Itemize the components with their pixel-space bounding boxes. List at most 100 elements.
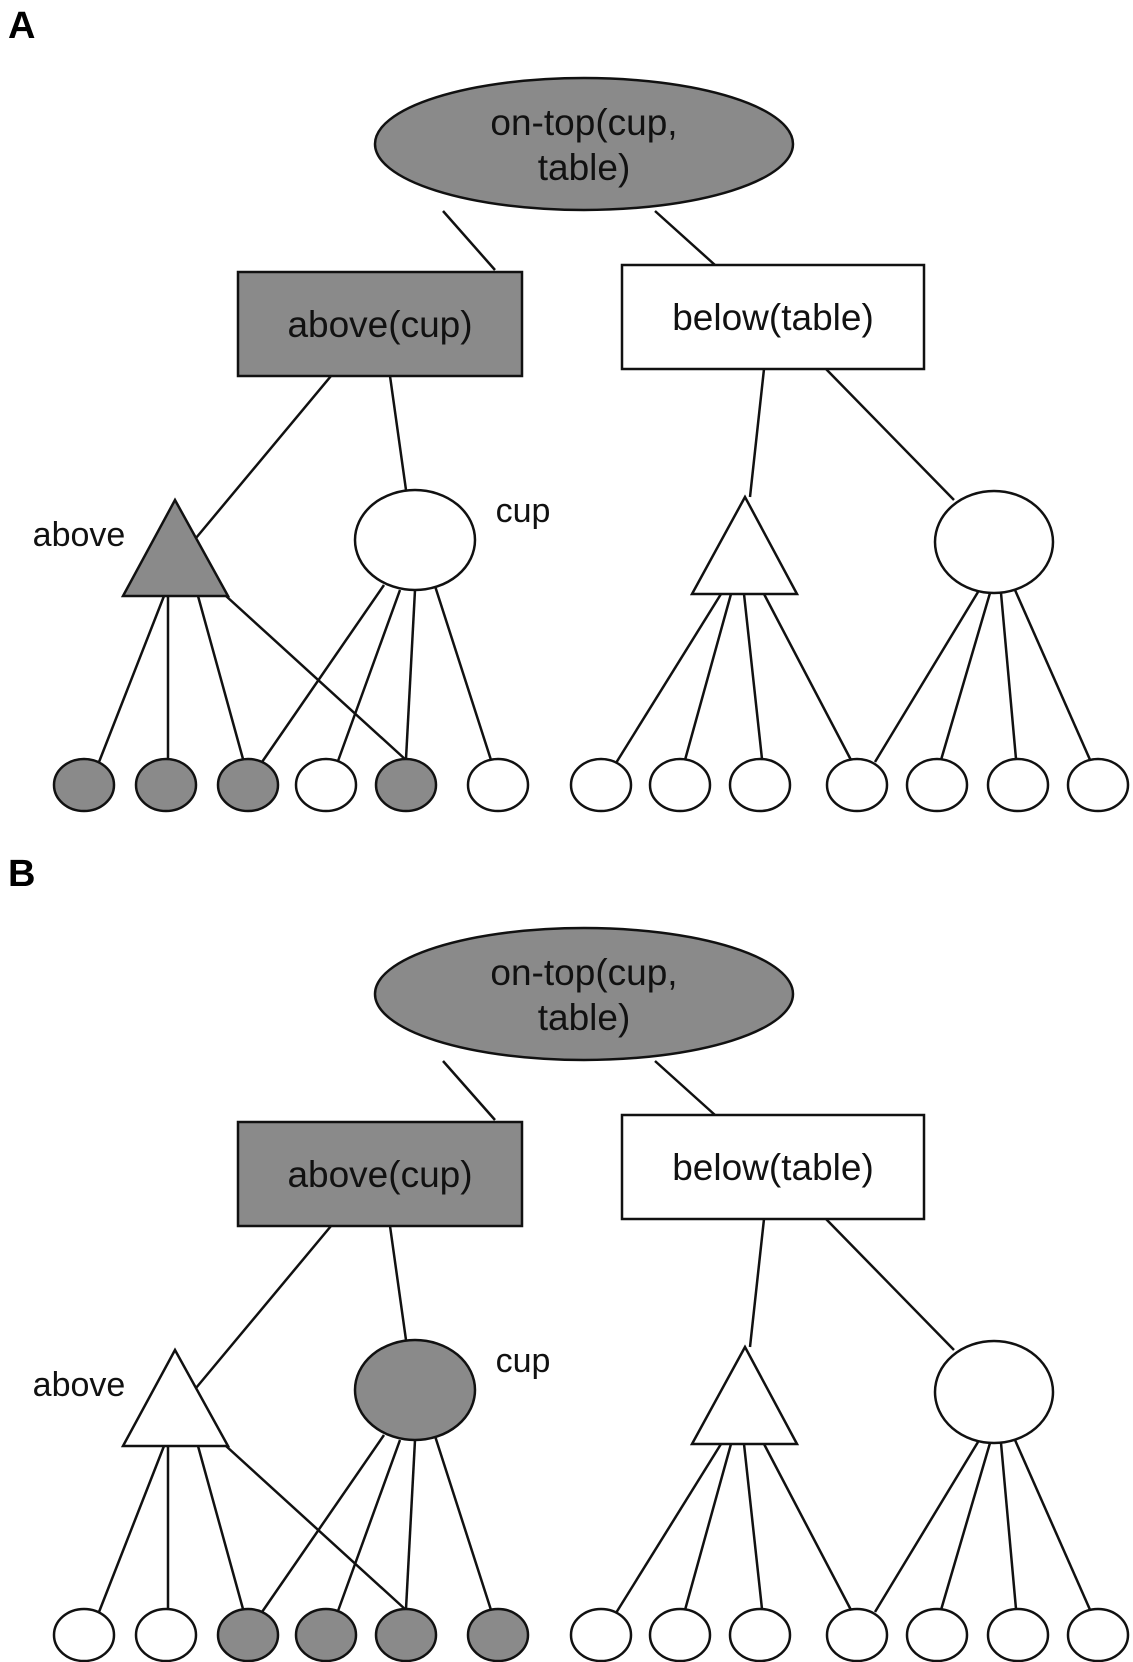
above-label: above [33,516,126,554]
above-cup-box [236,1120,524,1228]
edge [225,595,407,761]
edge [388,375,408,491]
edge [404,1439,417,1610]
below-table-box [620,1113,926,1221]
leaf-node [825,757,889,813]
edge [654,1060,716,1116]
leaf-node [728,757,792,813]
edge [748,368,766,498]
right-triangle-node [689,1344,800,1446]
edge [614,1443,723,1614]
leaf-node [905,757,969,813]
edge [873,1441,980,1613]
leaf-node [728,1607,792,1662]
edge [825,368,955,501]
root-label-line1: on-top(cup, [490,102,677,143]
leaf-node [648,757,712,813]
edge [939,592,992,761]
root-label-line2: table) [538,997,631,1038]
cup-label: cup [496,1342,551,1380]
below-table-box [620,263,926,371]
edge [388,1225,408,1341]
edge [225,1445,407,1611]
leaf-node [986,1607,1050,1662]
leaf-node [466,757,530,813]
above-label: above [33,1366,126,1404]
leaf-node [52,1607,116,1662]
edge [260,1434,386,1613]
above-cup-label: above(cup) [287,304,472,345]
edge [97,1445,166,1613]
edge [939,1442,992,1611]
leaf-node [374,757,438,813]
root-node [373,926,795,1062]
edge [195,375,332,539]
edge [433,1435,493,1611]
cup-label: cup [496,492,551,530]
above-triangle-node [120,1347,231,1448]
leaf-nodes [52,1607,1130,1662]
edge [336,589,402,762]
edge [260,584,386,763]
leaf-node [134,757,198,813]
leaf-node [216,757,280,813]
edge [614,593,723,764]
panel-letter: B [8,853,35,895]
edge [654,210,716,266]
edge [742,593,764,760]
above-triangle-node [120,497,231,598]
edge [683,1443,733,1611]
leaf-node [648,1607,712,1662]
leaf-node [569,1607,633,1662]
edge [404,589,417,760]
edge [748,1218,766,1348]
above-cup-label: above(cup) [287,1154,472,1195]
root-label-line1: on-top(cup, [490,952,677,993]
edge [873,591,980,763]
cup-circle-node [353,1338,477,1442]
edge [742,1443,764,1610]
leaf-node [1066,1607,1130,1662]
panel-b: B on-top(cup, table) above(cup) below(ta… [8,853,1130,1662]
right-circle-node [933,1339,1055,1445]
leaf-node [134,1607,198,1662]
above-cup-box [236,270,524,378]
panel-a: A on-top(cup, table) above(cup) below(ta… [8,5,1130,813]
edge [1013,589,1093,763]
leaf-nodes [52,757,1130,813]
panel-letter: A [8,5,35,47]
edge [97,595,166,763]
leaf-node [1066,757,1130,813]
edge [825,1218,955,1351]
edge [433,585,493,761]
edge [196,1445,245,1610]
below-table-label: below(table) [672,297,874,338]
edges [97,210,1093,764]
edge [1013,1439,1093,1613]
root-label-line2: table) [538,147,631,188]
edges [97,1060,1093,1614]
leaf-node [569,757,633,813]
leaf-node [294,1607,358,1662]
edge [762,593,853,761]
edge [683,593,733,761]
right-triangle-node [689,494,800,596]
edge [762,1443,853,1611]
cup-circle-node [353,488,477,592]
leaf-node [216,1607,280,1662]
leaf-node [825,1607,889,1662]
leaf-node [52,757,116,813]
leaf-node [986,757,1050,813]
root-node [373,76,795,212]
edge [195,1225,332,1389]
leaf-node [466,1607,530,1662]
edge [336,1439,402,1612]
right-circle-node [933,489,1055,595]
leaf-node [905,1607,969,1662]
edge [442,1060,496,1121]
edge [196,595,245,760]
edge [999,1442,1018,1610]
edge [999,592,1018,760]
edge [442,210,496,271]
